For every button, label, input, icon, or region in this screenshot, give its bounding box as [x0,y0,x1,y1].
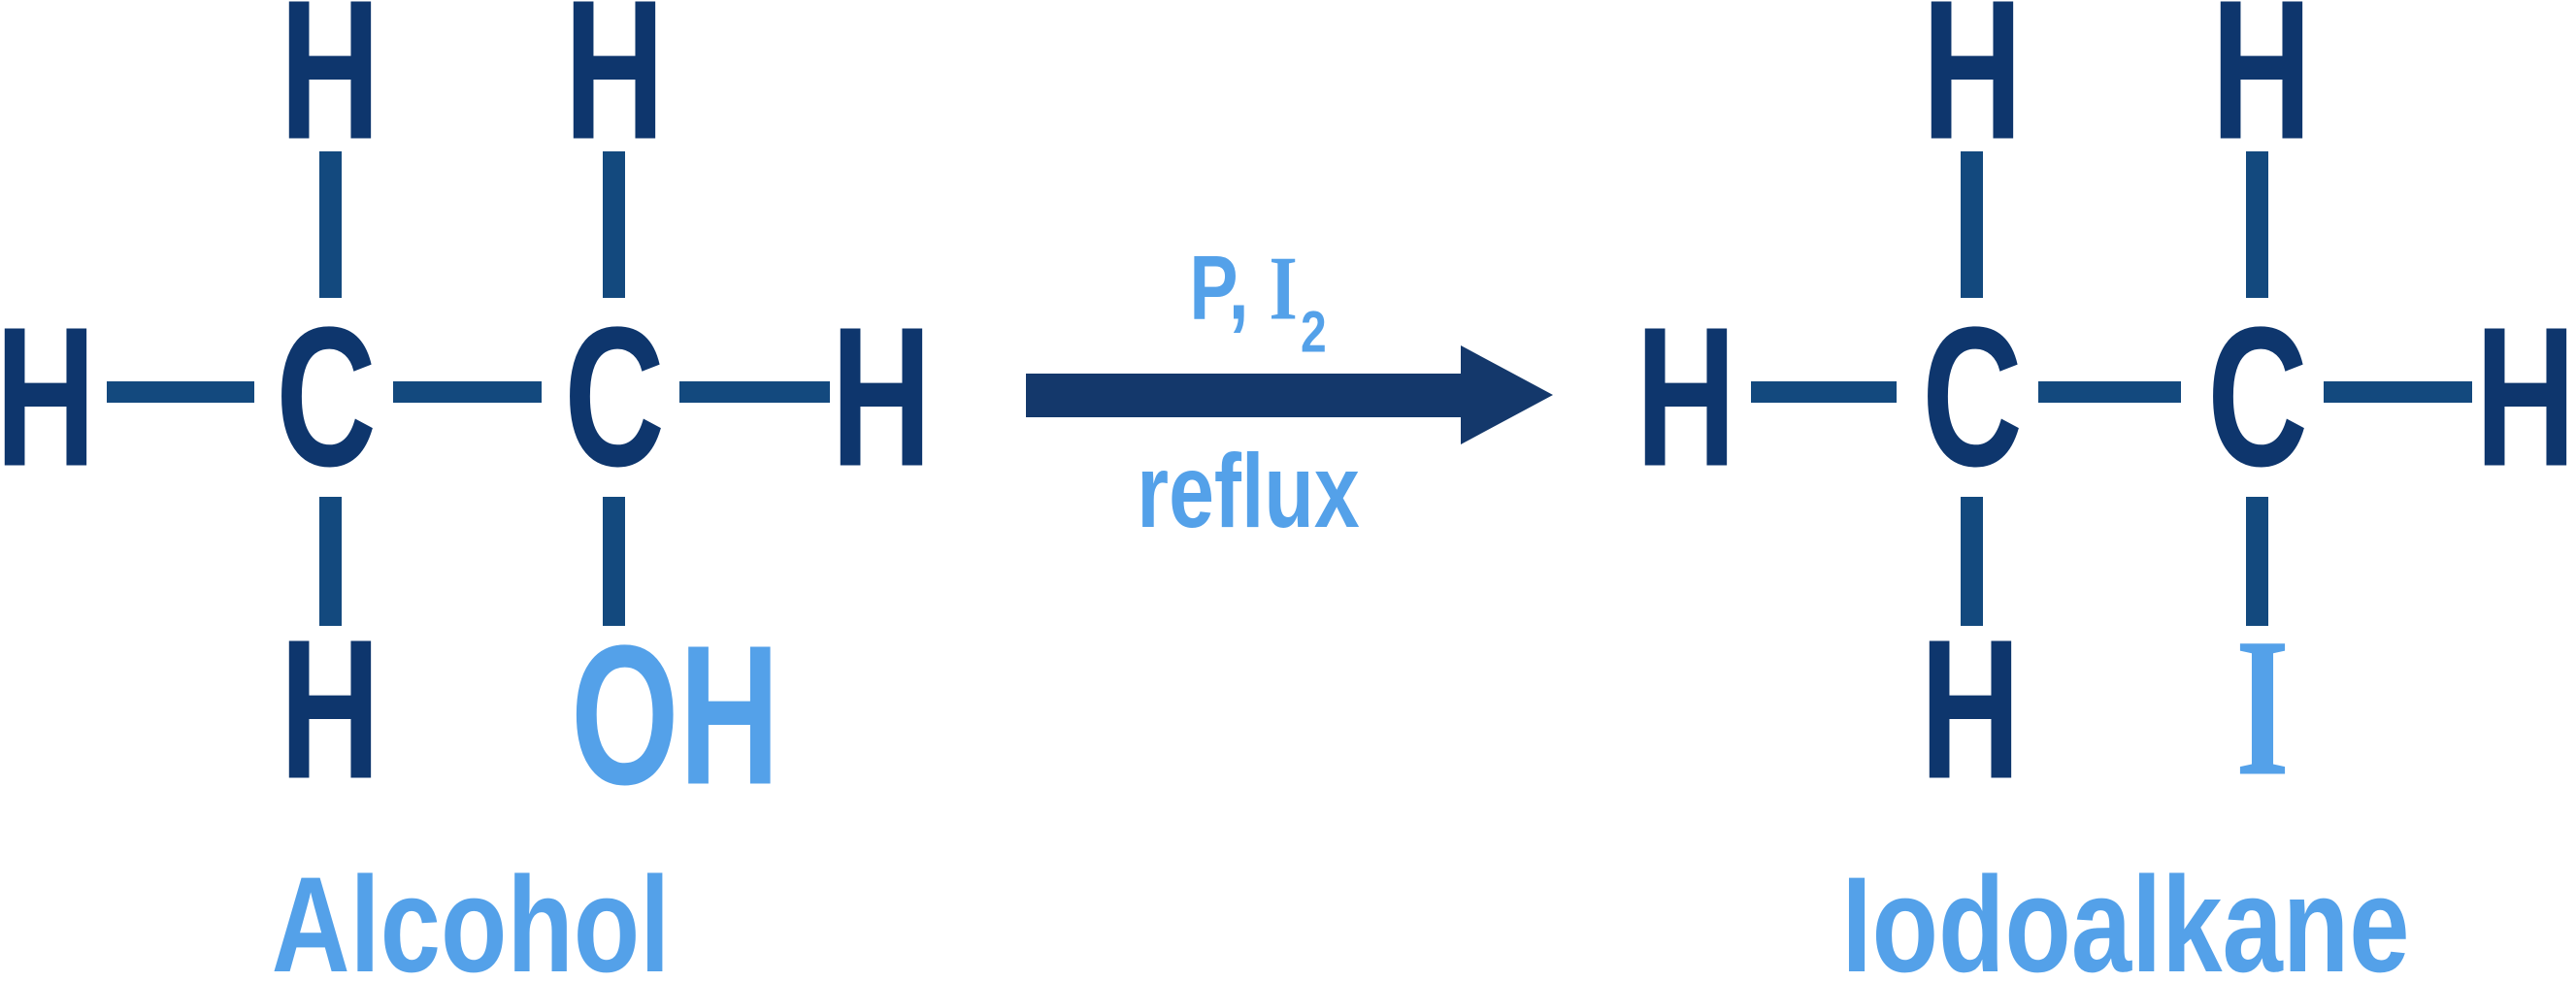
alcohol-bond-c1-hbottom [319,497,342,626]
iodoalkane-atom-h-bottom: H [1920,598,2021,821]
reagent-phosphorus: P, [1189,236,1249,339]
iodoalkane-atom-h-top-1: H [1922,0,2023,181]
alcohol-atom-c2: C [564,285,665,508]
alcohol-bond-c2-htop [603,151,625,298]
iodoalkane-bond-hleft-c1 [1751,381,1897,403]
alcohol-atom-h-top-1: H [280,0,380,181]
alcohol-atom-h-right: H [831,285,932,508]
iodoalkane-bond-c2-htop [2246,151,2268,298]
alcohol-bond-hleft-c1 [107,381,254,403]
alcohol-atom-h-left: H [0,285,96,508]
iodoalkane-bond-c1-c2 [2038,381,2181,403]
iodoalkane-atom-c1: C [1922,285,2023,508]
condition-text: reflux [1137,432,1360,549]
alcohol-bond-c1-c2 [393,381,542,403]
iodoalkane-atom-c2: C [2207,285,2308,508]
iodoalkane-bond-c2-hright [2324,381,2472,403]
reagent-iodine: I [1269,238,1298,340]
alcohol-atom-h-bottom: H [280,598,380,821]
reagent-iodine-subscript: 2 [1300,299,1327,365]
iodoalkane-atom-h-top-2: H [2211,0,2312,181]
iodoalkane-bond-c1-htop [1961,151,1983,298]
iodoalkane-bond-c1-hbottom [1961,497,1983,626]
alcohol-atom-h-top-2: H [564,0,665,181]
alcohol-atom-c1: C [276,285,377,508]
iodoalkane-atom-h-left: H [1635,285,1736,508]
alcohol-bond-c2-hright [679,381,830,403]
alcohol-atom-oh-group: OH [571,604,780,827]
alcohol-label: Alcohol [271,848,671,982]
reaction-arrow [1026,345,1553,444]
iodoalkane-label: Iodoalkane [1841,848,2410,982]
alcohol-bond-c1-htop [319,151,342,298]
alcohol-bond-c2-oh [603,497,625,626]
iodoalkane-atom-h-right: H [2475,285,2576,508]
iodoalkane-bond-c2-i [2246,497,2268,626]
reagents-text: P, I 2 [1189,236,1326,361]
iodoalkane-atom-i: I [2235,597,2290,818]
